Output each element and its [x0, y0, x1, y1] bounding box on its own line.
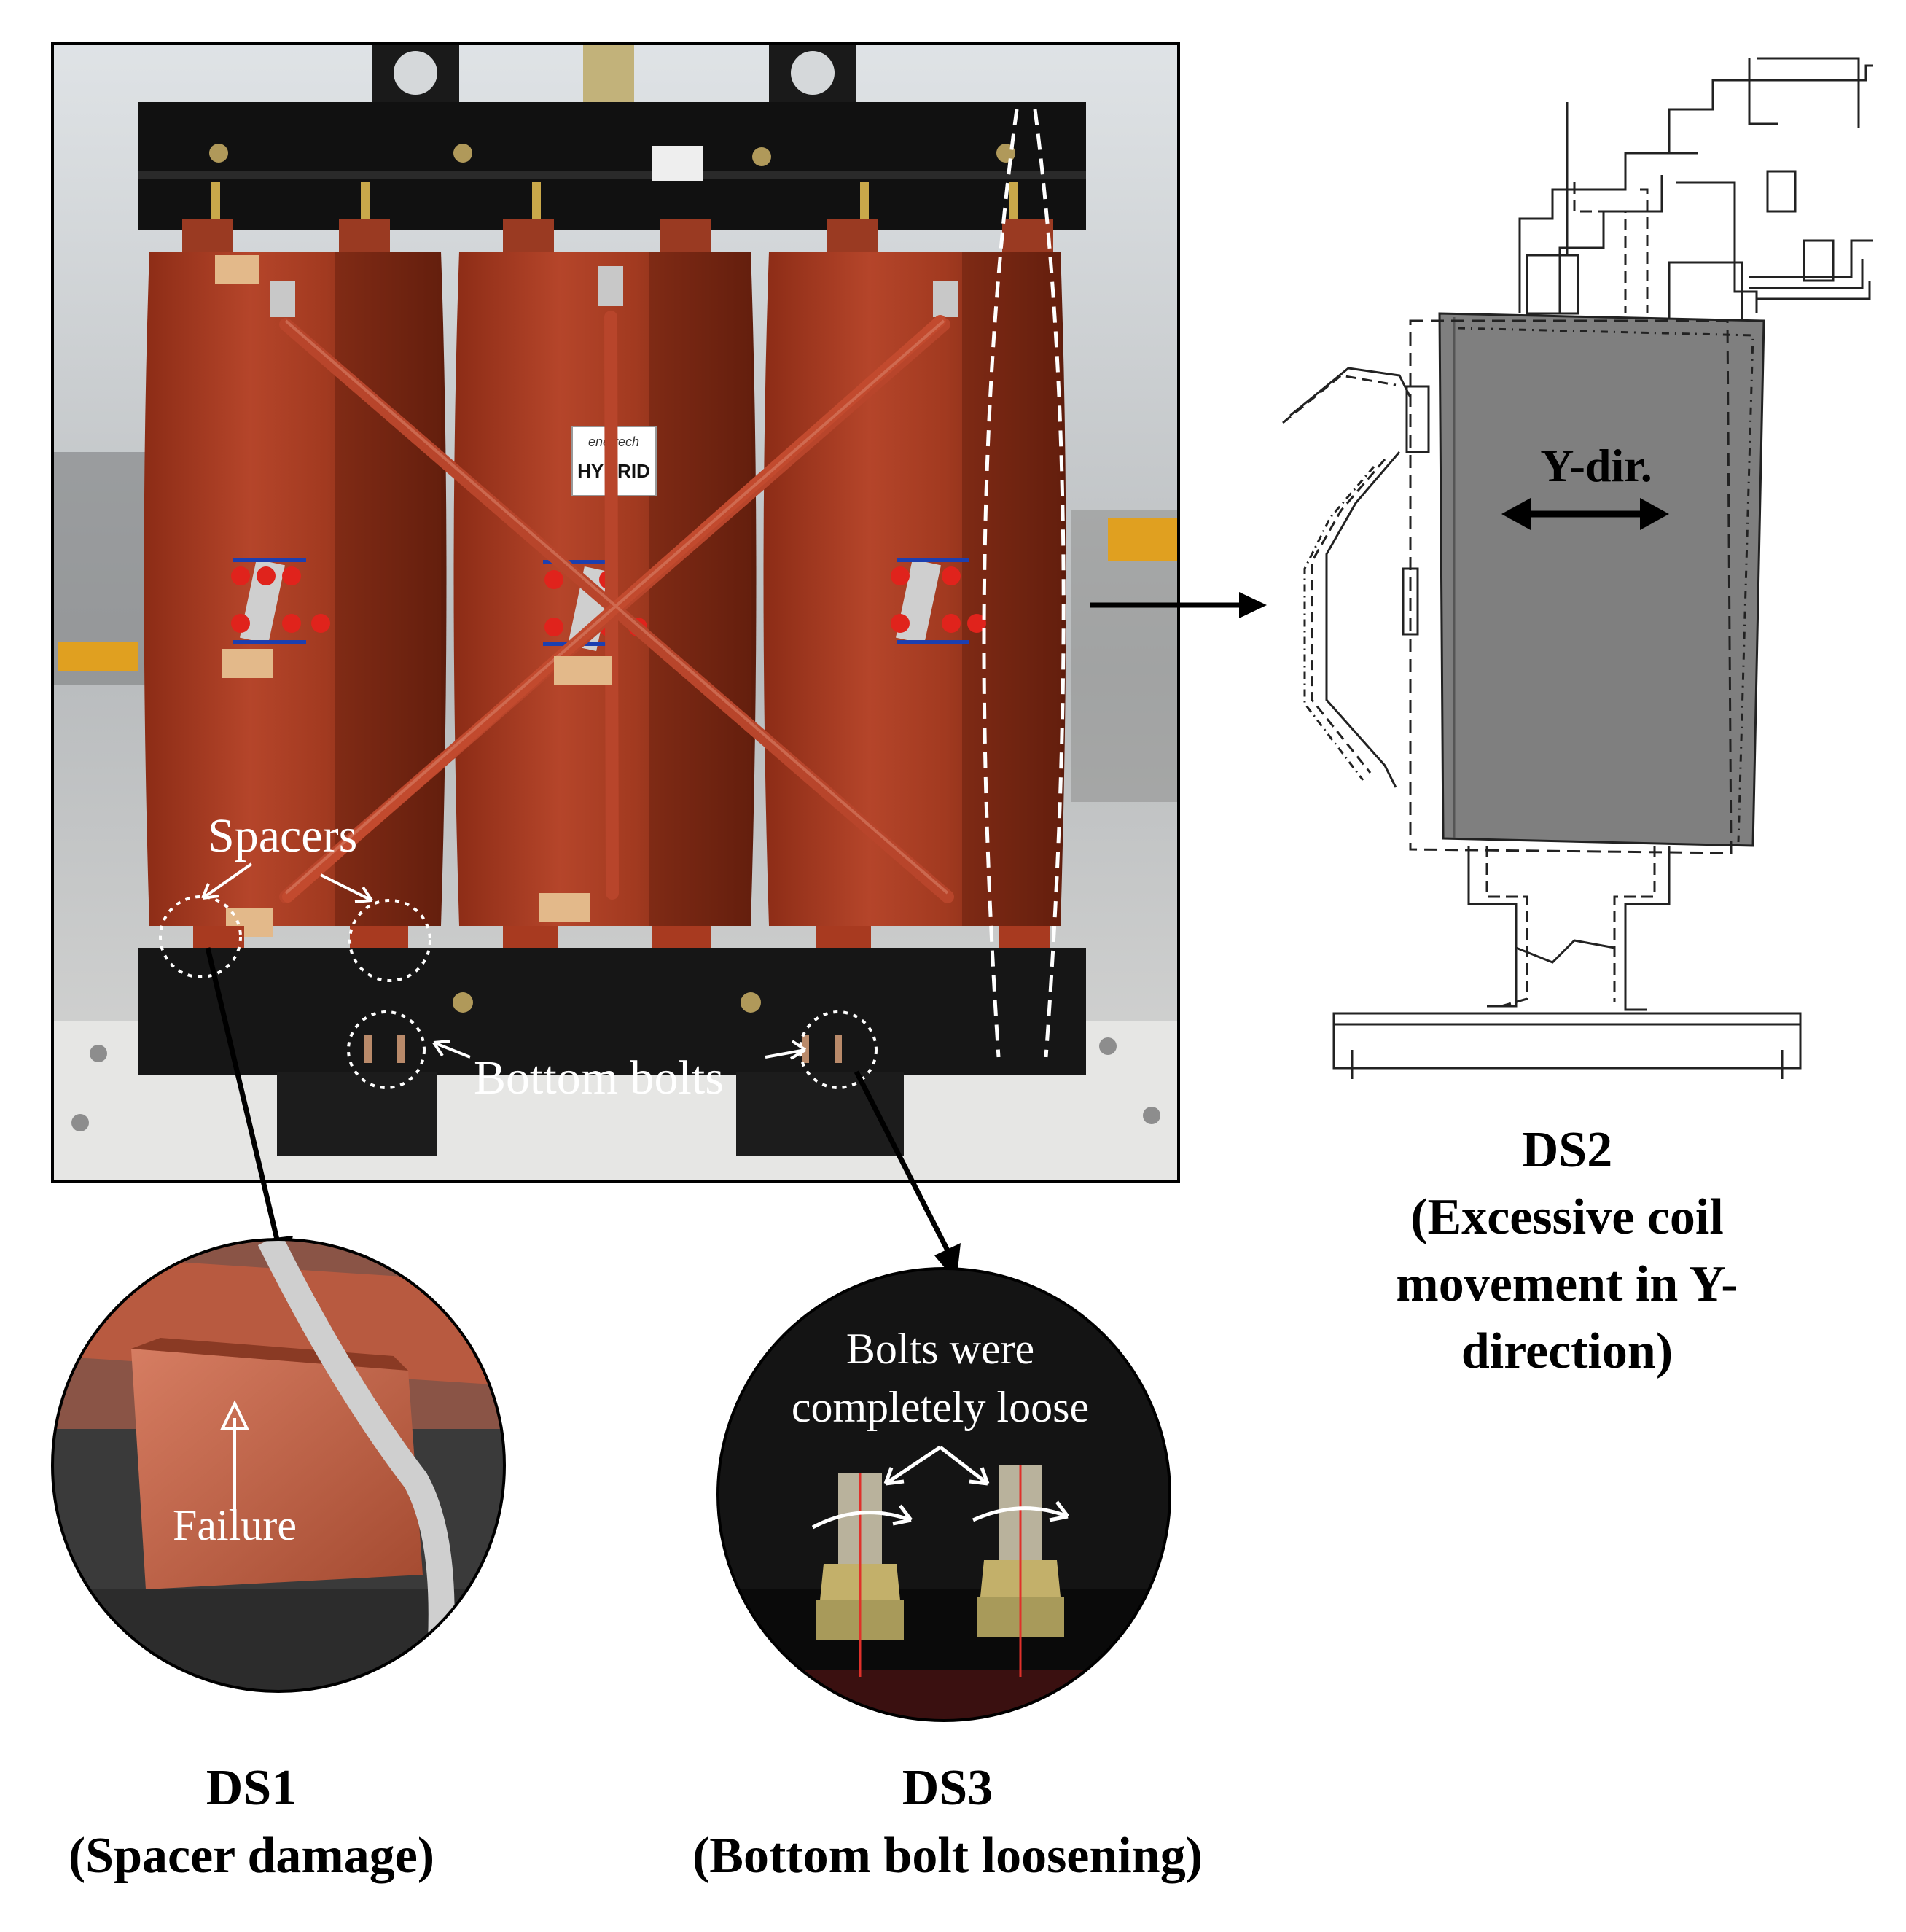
y-direction-indicator: Y-dir.	[1501, 440, 1669, 530]
bolts-loose-line1: Bolts were	[846, 1325, 1034, 1373]
bolts-loose-line2: completely loose	[792, 1383, 1089, 1431]
ds2-drawing	[1282, 57, 1873, 1079]
anchor-studs	[71, 1037, 1160, 1131]
ds3-detail: Bolts were completely loose	[716, 1267, 1171, 1722]
bottom-frame	[138, 948, 1086, 1075]
ds3-desc: (Bottom bolt loosening)	[692, 1828, 1203, 1884]
ds2-line1: (Excessive coil	[1410, 1189, 1724, 1245]
ds1-title: DS1	[206, 1760, 297, 1816]
loose-bolt-2	[977, 1465, 1064, 1677]
bolt-arrows	[432, 1040, 807, 1060]
spacer-arrows	[201, 862, 373, 903]
photo-border	[51, 42, 1180, 1183]
transformer-photo: enertech HYBRID	[51, 42, 1180, 1183]
coil-connection-plates	[270, 266, 958, 317]
y-dir-label: Y-dir.	[1540, 440, 1652, 491]
base-beam	[1332, 1012, 1802, 1070]
bottom-bolts-label: Bottom bolts	[474, 1051, 724, 1105]
highlight-circles	[159, 895, 878, 1089]
top-bracket	[583, 45, 634, 111]
loose-bolt-1	[816, 1473, 904, 1677]
ds2-title: DS2	[1522, 1122, 1612, 1178]
captions: DS1 (Spacer damage) DS3 (Bottom bolt loo…	[69, 1122, 1738, 1884]
ds2-line2: movement in Y-	[1396, 1256, 1738, 1312]
ds1-desc: (Spacer damage)	[69, 1828, 434, 1884]
warning-label	[652, 146, 703, 181]
top-frame	[138, 102, 1086, 230]
ds2-line3: direction)	[1461, 1323, 1673, 1379]
coil-top-blocks	[182, 219, 1053, 252]
ds1-detail: Failure	[51, 1238, 506, 1693]
coil-block	[1438, 312, 1765, 847]
ds3-title: DS3	[902, 1760, 993, 1816]
top-terminals	[211, 182, 1018, 219]
spacers-label: Spacers	[208, 809, 357, 862]
tape-patches	[215, 255, 612, 937]
failure-label: Failure	[173, 1501, 297, 1549]
